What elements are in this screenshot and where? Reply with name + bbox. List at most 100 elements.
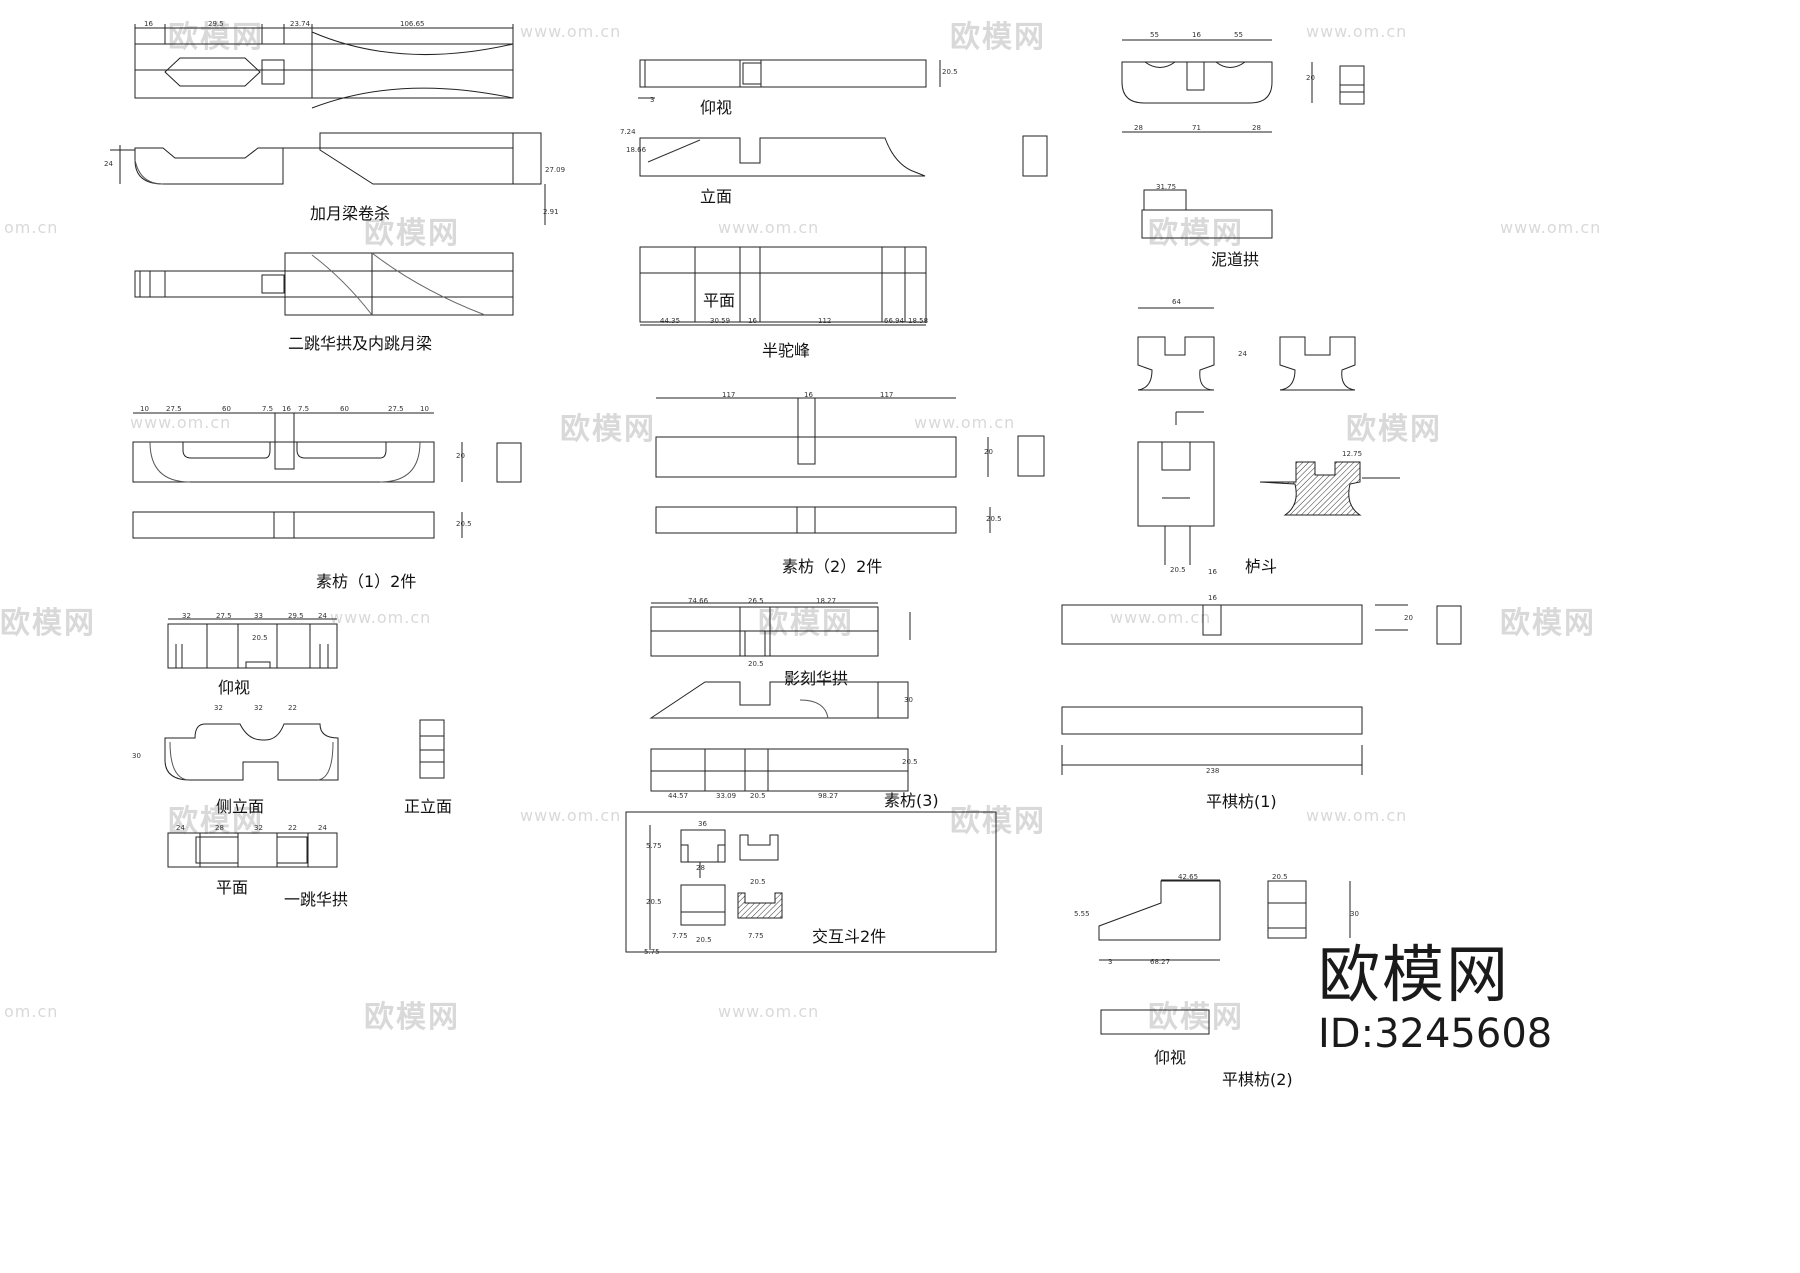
dimension-text: 20.5 (942, 68, 958, 76)
watermark-url: www.om.cn (1306, 806, 1408, 825)
dimension-text: 44.57 (668, 792, 689, 800)
dimension-text: 36 (698, 820, 707, 828)
pingqifang1-drawing (1061, 604, 1462, 775)
watermark-url: om.cn (4, 1002, 59, 1021)
label-sufang1: 素枋（1）2件 (316, 572, 417, 591)
dimension-text: 27.5 (388, 405, 404, 413)
pingqifang2-drawing (1098, 879, 1351, 1035)
dimension-text: 16 (1208, 568, 1217, 576)
watermark-logo: 欧模网 (364, 1000, 460, 1035)
dimension-text: 20 (1306, 74, 1315, 82)
dimension-text: 33.09 (716, 792, 737, 800)
dimension-text: 32 (182, 612, 191, 620)
watermark-url: www.om.cn (130, 413, 232, 432)
dimension-text: 28 (1252, 124, 1261, 132)
dimension-text: 32 (254, 704, 263, 712)
dimension-text: 3 (650, 96, 655, 104)
dimension-text: 64 (1172, 298, 1181, 306)
dimension-text: 20 (456, 452, 465, 460)
dimension-text: 27.09 (545, 166, 566, 174)
dimension-text: 55 (1234, 31, 1243, 39)
ludou-drawing (1137, 307, 1400, 565)
dimension-text: 20.5 (456, 520, 472, 528)
label-pingmian: 平面 (703, 291, 736, 310)
dimension-text: 117 (880, 391, 894, 399)
dimension-text: 16 (144, 20, 153, 28)
dimension-text: 18.27 (816, 597, 837, 605)
watermark-url: www.om.cn (718, 218, 820, 237)
sufang1-elevation (132, 412, 522, 539)
watermark-logo: 欧模网 (168, 20, 264, 55)
watermark-url: www.om.cn (1500, 218, 1602, 237)
dimension-text: 27.5 (166, 405, 182, 413)
label-pingqifang1: 平棋枋(1) (1206, 792, 1277, 811)
watermark-logo: 欧模网 (1148, 1000, 1244, 1035)
sufang2-drawing (655, 397, 1045, 534)
watermark-logo: 欧模网 (0, 606, 96, 641)
watermark-logo: 欧模网 (1346, 412, 1442, 447)
dimension-text: 7.5 (262, 405, 274, 413)
dimension-text: 28 (1134, 124, 1143, 132)
bantuofeng-drawing (638, 59, 1048, 326)
cad-drawing-sheet (110, 24, 1462, 1035)
label-jiayueliang: 加月梁卷杀 (310, 204, 391, 223)
dimension-text: 16 (1192, 31, 1201, 39)
dimension-text: 10 (140, 405, 149, 413)
watermark-logo: 欧模网 (560, 412, 656, 447)
dimension-text: 20 (1404, 614, 1413, 622)
dimension-text: 29.5 (208, 20, 224, 28)
watermark-logo: 欧模网 (364, 216, 460, 251)
label-sufang2: 素枋（2）2件 (782, 557, 883, 576)
dimension-text: 22 (288, 824, 297, 832)
watermark-url: www.om.cn (914, 413, 1016, 432)
dimension-text: 24 (104, 160, 113, 168)
label-limian: 立面 (700, 187, 733, 206)
dimension-text: 18.66 (626, 146, 647, 154)
dimension-text: 20.5 (986, 515, 1002, 523)
dimension-text: 28 (696, 864, 705, 872)
dimension-text: 42.65 (1178, 873, 1199, 881)
watermark-logo: 欧模网 (950, 804, 1046, 839)
dimension-text: 20.5 (748, 660, 764, 668)
label-celimian: 侧立面 (216, 797, 265, 816)
jiayueliang-side-view (110, 132, 546, 225)
watermark-logo: 欧模网 (758, 606, 854, 641)
watermark-logo: 欧模网 (1148, 216, 1244, 251)
yingke-huagong-drawing (649, 602, 911, 792)
dimension-text: 74.66 (688, 597, 709, 605)
label-jiaohudou: 交互斗2件 (812, 927, 887, 946)
dimension-text: 24 (318, 612, 327, 620)
yitiao-huagong-drawing (164, 618, 445, 868)
dimension-text: 98.27 (818, 792, 839, 800)
dimension-text: 238 (1206, 767, 1220, 775)
dimension-text: 24 (176, 824, 185, 832)
dimension-text: 22 (288, 704, 297, 712)
nidaogong-drawing (1121, 39, 1365, 239)
dimension-text: 20.5 (750, 878, 766, 886)
dimension-text: 71 (1192, 124, 1201, 132)
dimension-text: 117 (722, 391, 736, 399)
label-ludou: 栌斗 (1245, 557, 1278, 576)
dimension-text: 33 (254, 612, 263, 620)
ertiao-huagong-drawing (134, 252, 514, 316)
dimension-text: 44.35 (660, 317, 681, 325)
label-yangshi: 仰视 (218, 678, 251, 697)
dimension-text: 18.58 (908, 317, 929, 325)
dimension-text: 20.5 (646, 898, 662, 906)
dimension-text: 5.75 (644, 948, 660, 956)
jiaohudou-drawing (625, 811, 997, 953)
dimension-text: 30 (1350, 910, 1359, 918)
watermark-logo: 欧模网 (950, 20, 1046, 55)
watermark-url: www.om.cn (718, 1002, 820, 1021)
dimension-text: 30 (904, 696, 913, 704)
dimension-text: 5.75 (646, 842, 662, 850)
label-yitiao-huagong: 一跳华拱 (284, 890, 349, 909)
watermark-url: www.om.cn (520, 806, 622, 825)
dimension-text: 112 (818, 317, 832, 325)
watermark-url: om.cn (4, 218, 59, 237)
dimension-text: 20.5 (1170, 566, 1186, 574)
dimension-text: 55 (1150, 31, 1159, 39)
watermark-logo: 欧模网 (1500, 606, 1596, 641)
dimension-text: 16 (282, 405, 291, 413)
dimension-text: 24 (1238, 350, 1247, 358)
